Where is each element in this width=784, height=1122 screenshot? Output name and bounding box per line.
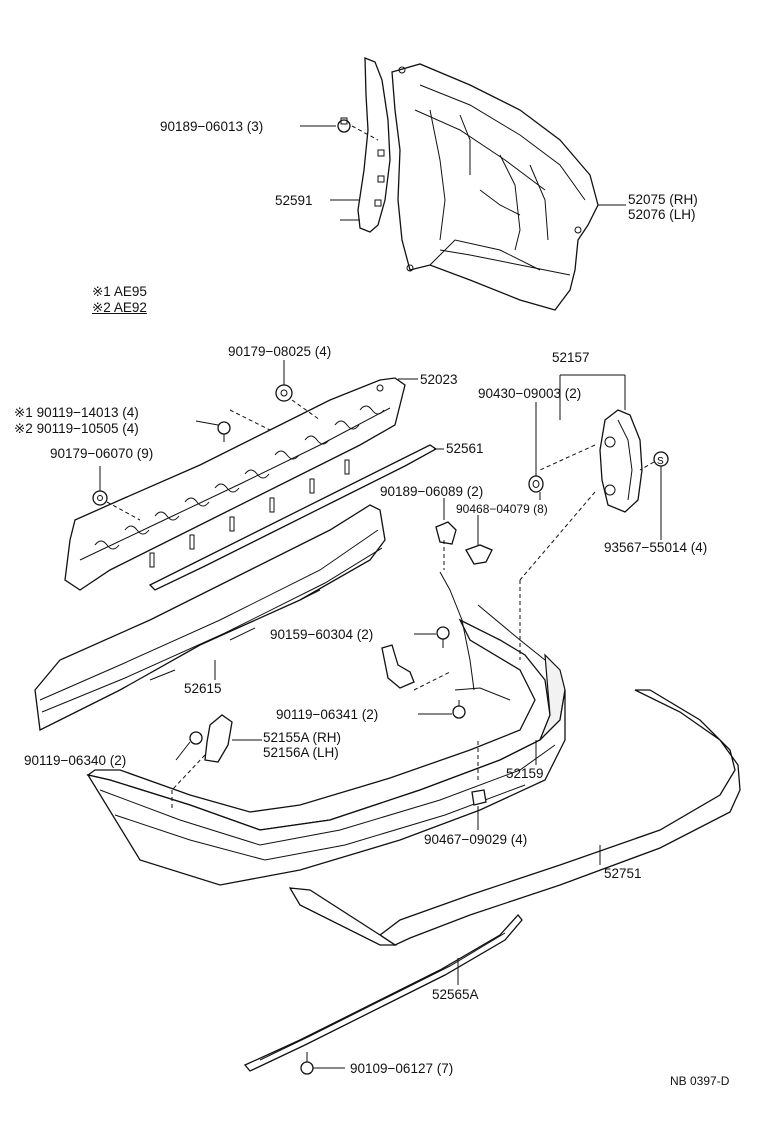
bolt-90119-06341 <box>418 700 466 719</box>
energy-absorber-52615 <box>34 504 386 731</box>
label-90119-06340: 90119−06340 (2) <box>24 753 127 768</box>
label-93567-55014: 93567−55014 (4) <box>604 540 708 555</box>
drawing-code: NB 0397-D <box>670 1074 730 1088</box>
label-90119-14013: ※1 90119−14013 (4) <box>14 405 139 420</box>
screw-93567-55014: S <box>639 451 669 540</box>
bracket-52155A <box>171 714 262 810</box>
legend-item-2: ※2 AE92 <box>92 300 147 316</box>
legend-model: AE92 <box>113 300 147 315</box>
label-90159-60304: 90159−60304 (2) <box>270 627 374 642</box>
label-90109-06127: 90109−06127 (7) <box>350 1061 454 1076</box>
legend-model: AE95 <box>113 284 147 299</box>
bumper-cover-52159 <box>86 604 566 886</box>
label-90189-06013: 90189−06013 (3) <box>160 119 264 134</box>
label-52155A: 52155A (RH) <box>263 730 342 745</box>
legend-mark: ※2 <box>92 300 111 315</box>
bolt-90119-14013 <box>195 409 271 442</box>
retainer-52157 <box>519 374 643 660</box>
legend-item-1: ※1 AE95 <box>92 284 147 300</box>
clip-90467-09029 <box>471 740 487 830</box>
label-90467-09029: 90467−09029 (4) <box>424 832 528 847</box>
bolt-90109-06127 <box>300 1052 345 1075</box>
bolt-90119-06340 <box>175 731 203 761</box>
clip-90468-04079 <box>465 515 493 565</box>
svg-text:S: S <box>657 456 664 467</box>
label-52076: 52076 (LH) <box>628 207 696 222</box>
legend: ※1 AE95 ※2 AE92 <box>92 284 147 316</box>
rear-panel-extension-52075 <box>391 63 599 311</box>
clip-90189-06089 <box>435 498 457 570</box>
label-52565A: 52565A <box>432 987 479 1002</box>
label-52075: 52075 (RH) <box>628 192 698 207</box>
bumper-side-bracket <box>381 571 511 701</box>
nut-90179-06070 <box>92 466 141 521</box>
label-52157: 52157 <box>552 350 590 365</box>
bracket-52591 <box>357 57 391 233</box>
label-52156A: 52156A (LH) <box>263 745 339 760</box>
label-90468-04079: 90468−04079 (8) <box>456 502 548 516</box>
bumper-reinforcement-52023 <box>64 377 406 591</box>
label-90119-06341: 90119−06341 (2) <box>276 707 379 722</box>
strip-52565A <box>243 913 523 1072</box>
label-52751: 52751 <box>604 866 642 881</box>
bolt-90159-60304 <box>414 626 450 648</box>
label-90430-09003: 90430−09003 (2) <box>478 386 582 401</box>
nut-90179-08025 <box>275 360 321 421</box>
label-90179-06070: 90179−06070 (9) <box>50 446 154 461</box>
moulding-52751 <box>288 689 741 946</box>
label-90189-06089: 90189−06089 (2) <box>380 484 484 499</box>
label-90179-08025: 90179−08025 (4) <box>228 344 332 359</box>
washer-90430-09003 <box>528 402 544 493</box>
clip-90189-06013 <box>300 117 379 141</box>
legend-mark: ※1 <box>92 284 111 299</box>
label-52159: 52159 <box>506 766 544 781</box>
label-90119-10505: ※2 90119−10505 (4) <box>14 421 139 436</box>
label-52615: 52615 <box>184 681 222 696</box>
label-52561: 52561 <box>446 441 484 456</box>
label-52023: 52023 <box>420 372 458 387</box>
label-52591: 52591 <box>275 193 313 208</box>
